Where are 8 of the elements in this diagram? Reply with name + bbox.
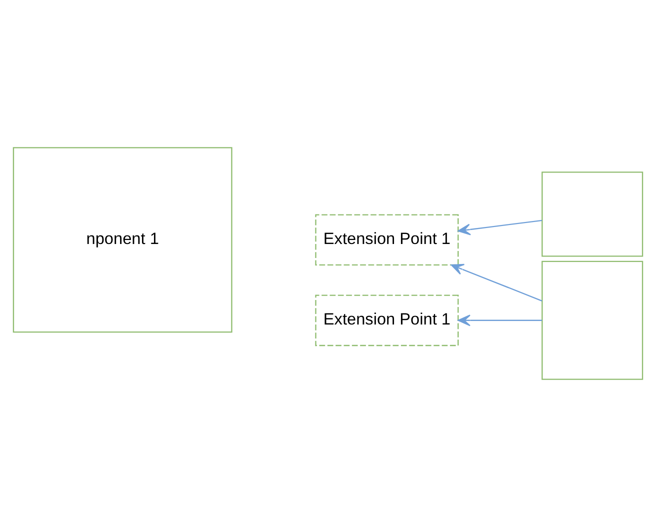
node-box: Extension Point 1 [315, 214, 459, 266]
arrow [450, 263, 542, 301]
arrow [458, 314, 542, 326]
node-box: Extension Point 1 [315, 294, 459, 346]
node-box [542, 260, 644, 380]
node-box [542, 171, 644, 256]
node-box: nponent 1 [12, 146, 232, 332]
arrow [458, 219, 542, 235]
